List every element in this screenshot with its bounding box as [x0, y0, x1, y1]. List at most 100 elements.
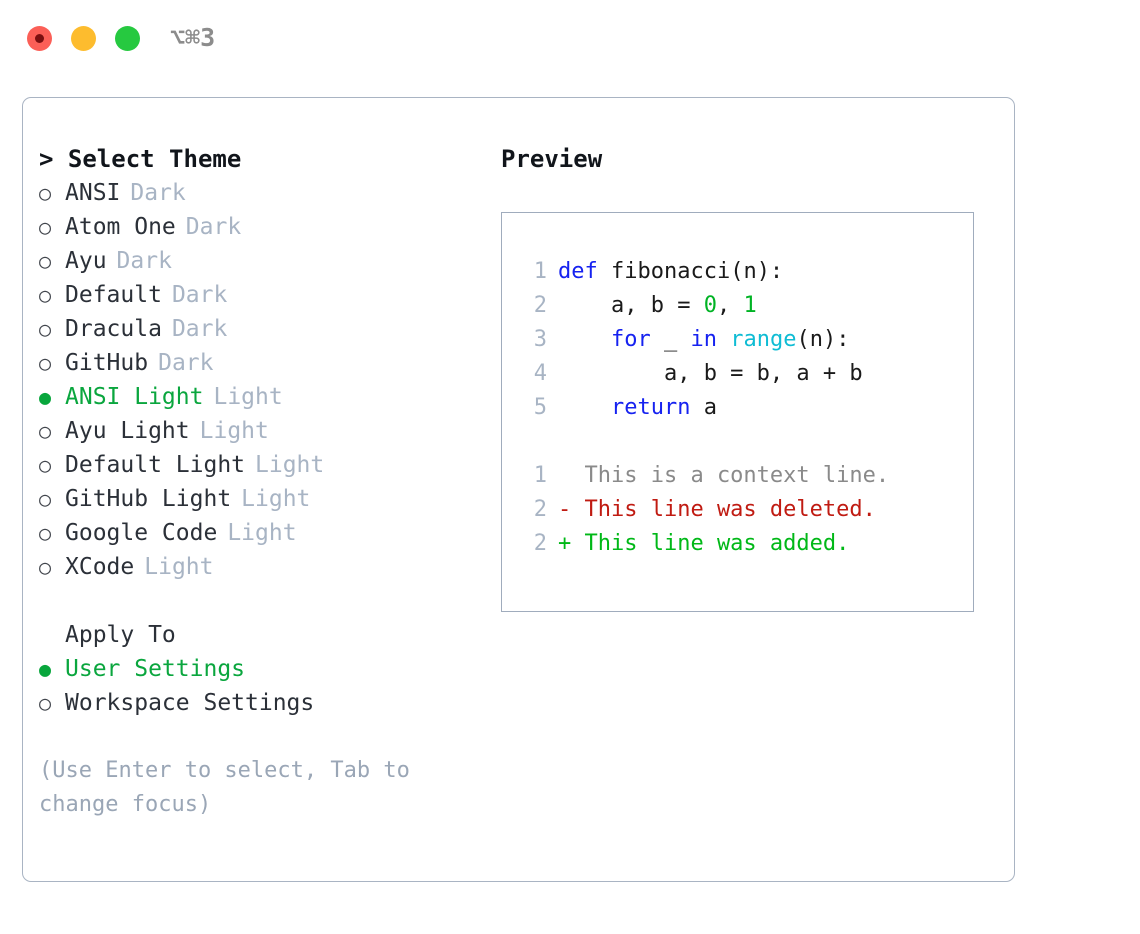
diff-line-added: 2 + This line was added.: [519, 527, 973, 561]
token-plain: a, b = b, a + b: [558, 361, 863, 386]
radio-icon: ○: [39, 317, 52, 341]
theme-list-item[interactable]: ○ Ayu Dark: [39, 244, 469, 278]
token-keyword: def: [558, 259, 598, 284]
diff-line-context: 1 This is a context line.: [519, 459, 973, 493]
code-line: 5 return a: [519, 391, 973, 425]
token-plain: a, b =: [558, 293, 704, 318]
token-keyword: in: [690, 327, 717, 352]
token-keyword: for: [610, 327, 651, 352]
code-content: a, b = b, a + b: [558, 357, 863, 391]
line-number: 2: [533, 293, 547, 318]
radio-icon: ○: [39, 351, 52, 375]
traffic-lights: [27, 26, 140, 51]
radio-selected-icon: ●: [39, 385, 52, 409]
theme-name: Default: [65, 282, 162, 308]
radio-icon: ○: [39, 555, 52, 579]
theme-list-item[interactable]: ○ Atom One Dark: [39, 210, 469, 244]
theme-category: Dark: [171, 282, 228, 308]
preview-column: Preview 1 def fibonacci(n): 2 a, b = 0, …: [501, 142, 991, 612]
theme-name: XCode: [65, 554, 135, 580]
code-content: a, b = 0, 1: [558, 289, 757, 323]
token-plain: fibonacci(n):: [597, 259, 784, 284]
line-number: 2: [533, 531, 547, 556]
diff-line-deleted: 2 - This line was deleted.: [519, 493, 973, 527]
theme-list-item[interactable]: ○ Ayu Light Light: [39, 414, 469, 448]
token-function: range: [730, 327, 797, 352]
theme-name: Default Light: [65, 452, 246, 478]
theme-name: Ayu Light: [65, 418, 190, 444]
theme-list-item-selected[interactable]: ● ANSI Light Light: [39, 380, 469, 414]
apply-to-option-label: Workspace Settings: [65, 690, 315, 716]
theme-category: Light: [144, 554, 214, 580]
diff-content: + This line was added.: [558, 531, 850, 556]
theme-category: Light: [255, 452, 325, 478]
code-line: 3 for _ in range(n):: [519, 323, 973, 357]
line-number: 1: [533, 259, 547, 284]
theme-name: GitHub: [65, 350, 149, 376]
theme-list-item[interactable]: ○ GitHub Light Light: [39, 482, 469, 516]
theme-category: Dark: [158, 350, 214, 376]
token-plain: [717, 327, 730, 352]
preview-gap: [519, 425, 973, 459]
radio-icon: ○: [39, 249, 52, 273]
theme-category: Dark: [185, 214, 242, 240]
theme-name: ANSI Light: [65, 384, 204, 410]
keyboard-hint: (Use Enter to select, Tab to change focu…: [39, 758, 424, 817]
theme-category: Dark: [130, 180, 186, 206]
apply-to-option-label: User Settings: [65, 656, 246, 682]
theme-list-item[interactable]: ○ GitHub Dark: [39, 346, 469, 380]
minimize-button-icon[interactable]: [71, 26, 96, 51]
token-number: 1: [743, 293, 757, 318]
radio-icon: ○: [39, 419, 52, 443]
theme-list-item[interactable]: ○ Dracula Dark: [39, 312, 469, 346]
code-content: def fibonacci(n):: [558, 255, 783, 289]
token-plain: a: [690, 395, 717, 420]
preview-title: Preview: [501, 145, 603, 173]
theme-name: Atom One: [65, 214, 176, 240]
theme-list-item[interactable]: ○ ANSI Dark: [39, 176, 469, 210]
apply-to-item[interactable]: ○ Workspace Settings: [39, 686, 469, 720]
line-number: 3: [533, 327, 547, 352]
token-plain: ,: [716, 293, 744, 318]
theme-picker-column: > Select Theme ○ ANSI Dark ○ Atom One Da…: [39, 142, 469, 822]
maximize-button-icon[interactable]: [115, 26, 140, 51]
theme-category: Light: [227, 520, 297, 546]
diff-content: This is a context line.: [558, 463, 890, 488]
code-line: 2 a, b = 0, 1: [519, 289, 973, 323]
theme-list-item[interactable]: ○ Google Code Light: [39, 516, 469, 550]
theme-name: Google Code: [65, 520, 218, 546]
window-title: ⌥⌘3: [170, 23, 216, 52]
theme-picker-header: > Select Theme: [39, 145, 242, 173]
radio-icon: ○: [39, 215, 52, 239]
radio-icon: ○: [39, 691, 52, 715]
theme-category: Light: [241, 486, 311, 512]
apply-to-item-selected[interactable]: ● User Settings: [39, 652, 469, 686]
theme-category: Dark: [116, 248, 172, 274]
content-panel: > Select Theme ○ ANSI Dark ○ Atom One Da…: [22, 97, 1015, 882]
theme-list-item[interactable]: ○ Default Light Light: [39, 448, 469, 482]
theme-name: GitHub Light: [65, 486, 232, 512]
code-content: return a: [558, 391, 717, 425]
line-number: 5: [533, 395, 547, 420]
apply-to-label: Apply To: [65, 622, 176, 648]
close-dot-icon: [35, 34, 44, 43]
token-plain: _: [650, 327, 691, 352]
radio-icon: ○: [39, 453, 52, 477]
title-bar: ⌥⌘3: [0, 0, 1140, 78]
radio-icon: ○: [39, 181, 52, 205]
theme-category: Dark: [171, 316, 228, 342]
theme-name: Ayu: [65, 248, 107, 274]
token-keyword: return: [610, 395, 691, 420]
line-number: 2: [533, 497, 547, 522]
list-spacer: [39, 584, 469, 618]
line-number: 4: [533, 361, 547, 386]
preview-panel: 1 def fibonacci(n): 2 a, b = 0, 1 3 for …: [501, 212, 974, 612]
close-button-icon[interactable]: [27, 26, 52, 51]
token-plain: [558, 327, 611, 352]
code-content: for _ in range(n):: [558, 323, 849, 357]
code-line: 4 a, b = b, a + b: [519, 357, 973, 391]
theme-list-item[interactable]: ○ Default Dark: [39, 278, 469, 312]
theme-list-item[interactable]: ○ XCode Light: [39, 550, 469, 584]
token-plain: [558, 395, 611, 420]
